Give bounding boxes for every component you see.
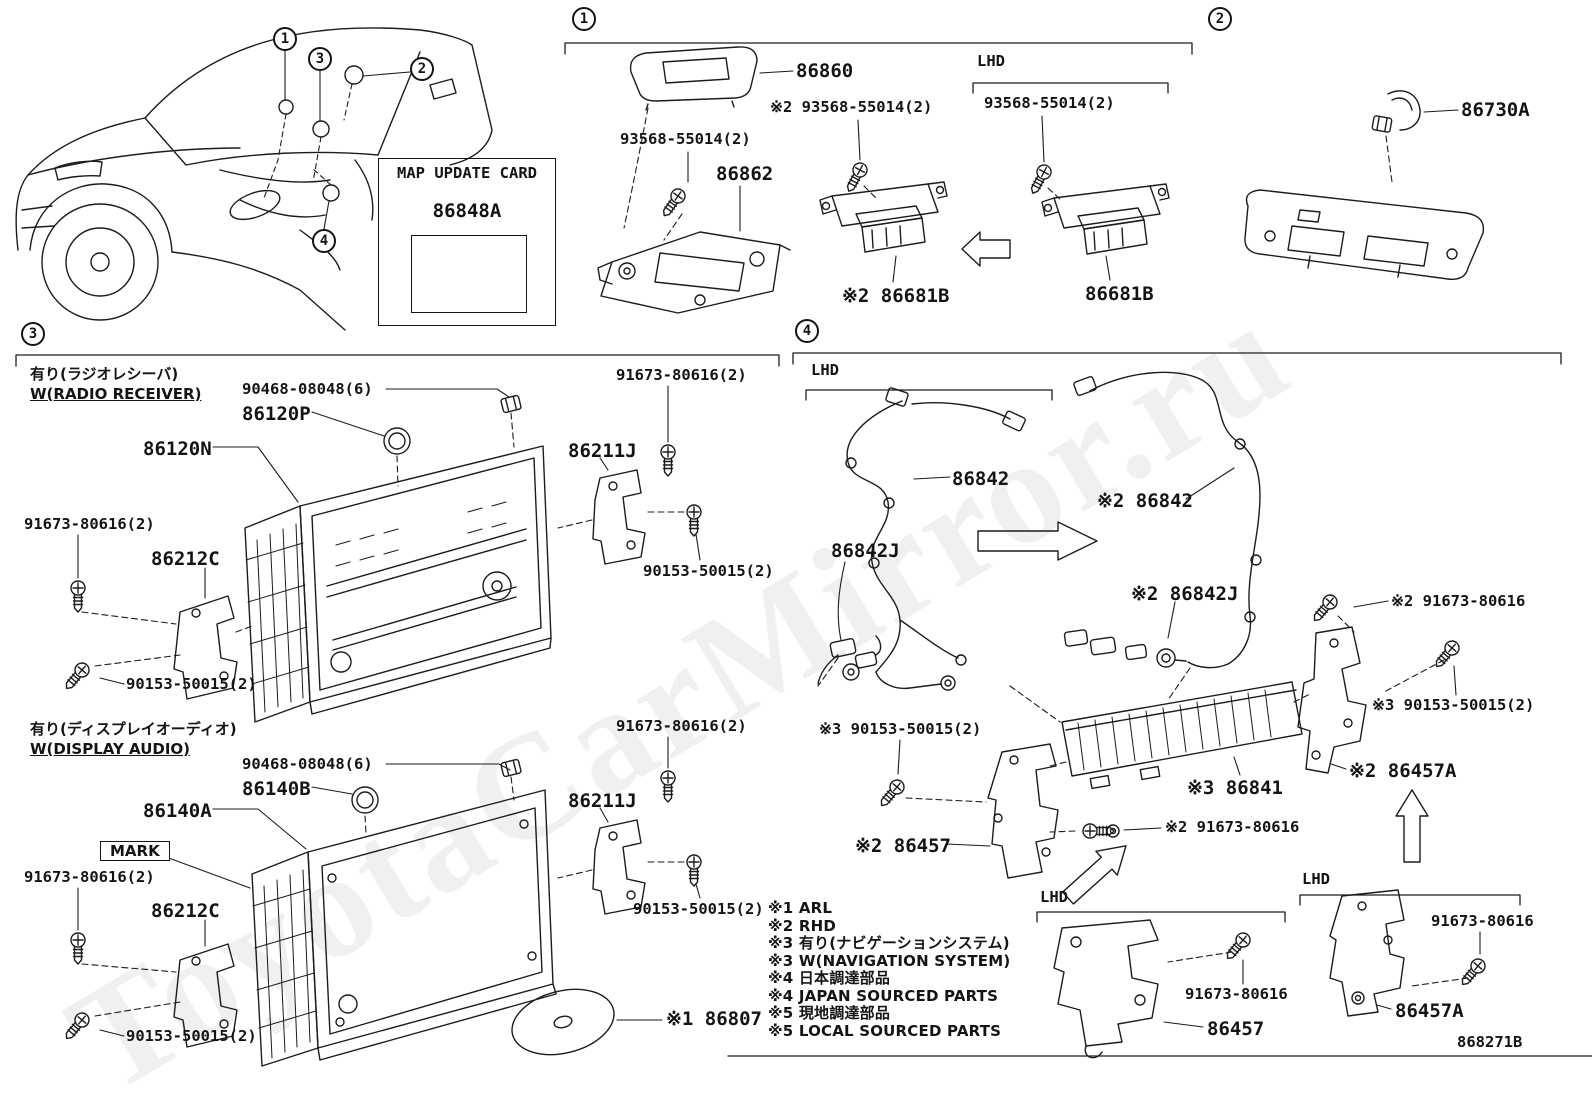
section4-art	[817, 371, 1489, 1059]
part-label-86457: 86457	[1207, 1018, 1265, 1040]
part-label-91673-s: 91673-80616	[1185, 985, 1288, 1003]
part-label-86842j-rhd: ※2 86842J	[1131, 583, 1239, 605]
part-label-86681b: 86681B	[1085, 283, 1154, 305]
part-label-86457-rhd: ※2 86457	[855, 835, 951, 857]
part-label-90153-w: ※3 90153-50015(2)	[819, 720, 982, 738]
part-label-86211j-2: 86211J	[568, 790, 637, 812]
part-label-86212c-1: 86212C	[151, 548, 220, 570]
lhd-label-s1: LHD	[977, 52, 1005, 70]
legend-item: ※5 現地調達部品	[768, 1004, 891, 1022]
mark-box: MARK	[100, 841, 170, 862]
legend-item: ※5 LOCAL SOURCED PARTS	[768, 1022, 1002, 1040]
part-label-86842-rhd: ※2 86842	[1097, 490, 1193, 512]
section3-display-art	[60, 736, 702, 1067]
legend-item: ※4 JAPAN SOURCED PARTS	[768, 987, 999, 1005]
part-label-86842: 86842	[952, 468, 1010, 490]
car-callout-3: 3	[308, 47, 332, 71]
part-label-86457a: 86457A	[1395, 1000, 1464, 1022]
part-label-91673-a: 91673-80616(2)	[616, 366, 747, 384]
part-label-90468-1: 90468-08048(6)	[242, 380, 373, 398]
lhd-label-s4-top: LHD	[811, 361, 839, 379]
section2-marker: 2	[1208, 7, 1232, 31]
note-radio-receiver-jp: 有り(ラジオレシーバ)	[30, 365, 179, 383]
part-label-90153-a: 90153-50015(2)	[643, 562, 774, 580]
map-card-title: MAP UPDATE CARD	[397, 164, 537, 182]
part-label-91673-b: 91673-80616(2)	[24, 515, 155, 533]
car-callout-4: 4	[312, 229, 336, 253]
part-label-90153-d: 90153-50015(2)	[126, 1027, 257, 1045]
legend-item: ※3 有り(ナビゲーションシステム)	[768, 934, 1010, 952]
part-label-86807: ※1 86807	[666, 1008, 762, 1030]
part-label-86730a: 86730A	[1461, 99, 1530, 121]
legend-item: ※3 W(NAVIGATION SYSTEM)	[768, 952, 1011, 970]
car-callout-1: 1	[273, 27, 297, 51]
map-card-slot	[411, 235, 527, 313]
part-label-91673-c: 91673-80616(2)	[616, 717, 747, 735]
section3-radio-art	[60, 385, 702, 723]
diagram-id: 868271B	[1457, 1033, 1523, 1051]
part-label-86842j: 86842J	[831, 540, 900, 562]
section1-marker: 1	[572, 7, 596, 31]
car-illustration	[15, 27, 493, 331]
section1-art	[597, 46, 1170, 314]
part-label-86120p: 86120P	[242, 403, 311, 425]
section3-marker: 3	[21, 322, 45, 346]
part-label-91673-se: 91673-80616	[1431, 912, 1534, 930]
lhd-label-s4-bottom-left: LHD	[1040, 888, 1068, 906]
legend-item: ※4 日本調達部品	[768, 969, 891, 987]
note-radio-receiver-en: W(RADIO RECEIVER)	[30, 385, 202, 403]
part-label-86862: 86862	[716, 163, 774, 185]
part-label-86457a-rhd: ※2 86457A	[1349, 760, 1457, 782]
map-card-part-number: 86848A	[432, 200, 502, 222]
section-brackets	[15, 42, 1592, 1057]
map-update-card-box: MAP UPDATE CARD 86848A	[378, 158, 556, 326]
car-callout-2: 2	[410, 57, 434, 81]
lhd-label-s4-bottom-right: LHD	[1302, 870, 1330, 888]
part-label-91673-d: 91673-80616(2)	[24, 868, 155, 886]
part-label-86841: ※3 86841	[1187, 777, 1283, 799]
part-label-90468-2: 90468-08048(6)	[242, 755, 373, 773]
part-label-86140a: 86140A	[143, 800, 212, 822]
part-label-86140b: 86140B	[242, 778, 311, 800]
section2-art	[1244, 90, 1485, 280]
note-display-audio-jp: 有り(ディスプレイオーディオ)	[30, 720, 237, 738]
part-label-93568-lhd: 93568-55014(2)	[984, 94, 1115, 112]
note-display-audio-en: W(DISPLAY AUDIO)	[30, 740, 191, 758]
part-label-86860: 86860	[796, 60, 854, 82]
part-label-93568-rhd: ※2 93568-55014(2)	[770, 98, 933, 116]
part-label-91673-ne: ※2 91673-80616	[1391, 592, 1526, 610]
part-label-86212c-2: 86212C	[151, 900, 220, 922]
part-label-86120n: 86120N	[143, 438, 212, 460]
legend-item: ※2 RHD	[768, 917, 836, 935]
part-label-93568: 93568-55014(2)	[620, 130, 751, 148]
part-label-86211j-1: 86211J	[568, 440, 637, 462]
legend-item: ※1 ARL	[768, 899, 833, 917]
part-label-90153-b: 90153-50015(2)	[126, 675, 257, 693]
part-label-90153-e: ※3 90153-50015(2)	[1372, 696, 1535, 714]
part-label-90153-c: 90153-50015(2)	[633, 900, 764, 918]
part-label-91673-mid: ※2 91673-80616	[1165, 818, 1300, 836]
section4-marker: 4	[795, 319, 819, 343]
part-label-86681b-rhd: ※2 86681B	[842, 285, 950, 307]
